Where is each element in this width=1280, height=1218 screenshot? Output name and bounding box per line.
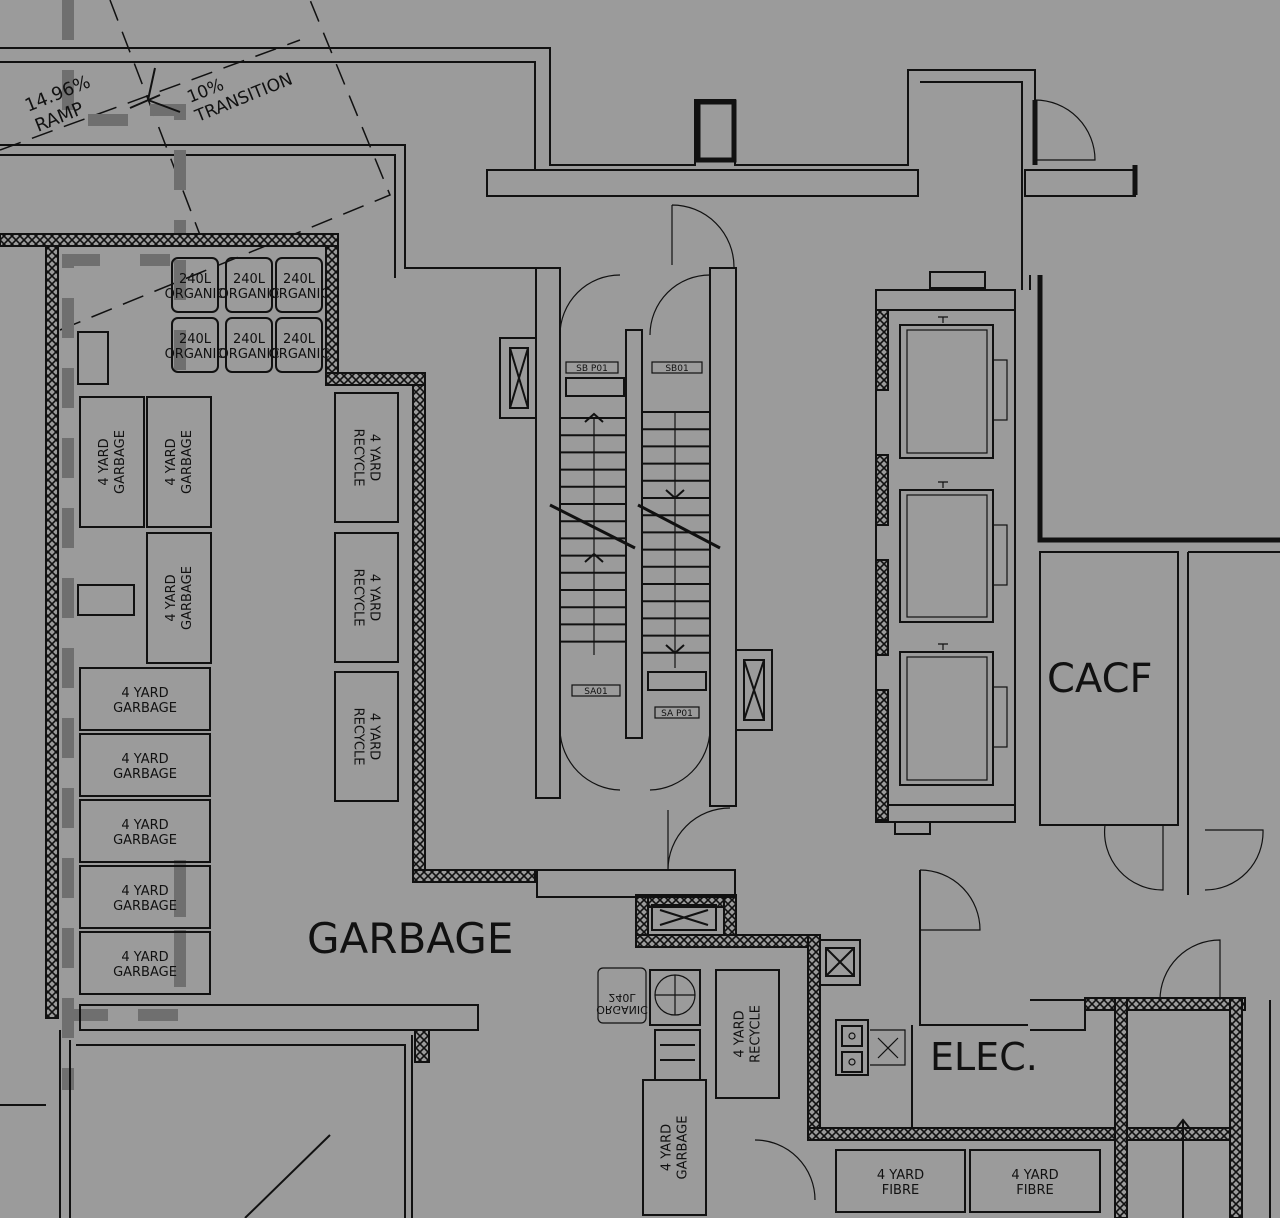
bin-label: ORGANIC bbox=[219, 347, 280, 362]
bin-label: ORGANIC bbox=[269, 287, 330, 302]
bin-label: RECYCLE bbox=[351, 429, 366, 487]
bin-label: 4 YARD bbox=[367, 574, 382, 621]
bin-label: RECYCLE bbox=[351, 708, 366, 766]
bin-label: 240L bbox=[179, 272, 212, 287]
bin-label: GARBAGE bbox=[180, 566, 195, 630]
mirrored-organic-size: 240L bbox=[608, 991, 636, 1004]
mirrored-organic-label: ORGANIC bbox=[596, 1003, 648, 1016]
bin-label: 240L bbox=[233, 272, 266, 287]
ramp-area: 14.96% RAMP 10% TRANSITION bbox=[0, 0, 1036, 1090]
stairwell: SB P01 SB01 SA01 SA P01 bbox=[499, 267, 773, 807]
bin-label: 240L bbox=[179, 332, 212, 347]
bin-label: GARBAGE bbox=[113, 767, 177, 782]
bin-label: FIBRE bbox=[882, 1183, 919, 1198]
room-label-cacf: CACF bbox=[1047, 656, 1153, 702]
stair-tag-sap01: SA P01 bbox=[661, 709, 693, 719]
bin-label: RECYCLE bbox=[351, 569, 366, 627]
room-label-garbage: GARBAGE bbox=[307, 914, 513, 963]
bin-label: 4 YARD bbox=[1011, 1168, 1058, 1183]
bin-label: GARBAGE bbox=[113, 965, 177, 980]
bin-label: GARBAGE bbox=[180, 430, 195, 494]
bin-label: 4 YARD bbox=[121, 818, 168, 833]
bin-label: 4 YARD bbox=[367, 713, 382, 760]
stair-tag-sb01: SB01 bbox=[665, 364, 688, 374]
bins: 240LORGANIC240LORGANIC240LORGANIC240LORG… bbox=[77, 257, 1101, 1216]
bin-label: GARBAGE bbox=[676, 1116, 691, 1180]
elevator-bank bbox=[875, 271, 1016, 835]
lower-right-equipment: 240L ORGANIC bbox=[596, 904, 906, 1081]
bin-label: 4 YARD bbox=[121, 950, 168, 965]
bin-label: 240L bbox=[233, 332, 266, 347]
bin-label: GARBAGE bbox=[113, 833, 177, 848]
stair-tag-sa01: SA01 bbox=[584, 687, 608, 697]
bin-label: RECYCLE bbox=[749, 1005, 764, 1063]
bin-label: 4 YARD bbox=[164, 438, 179, 485]
bin-label: 240L bbox=[283, 332, 316, 347]
bin-label: ORGANIC bbox=[269, 347, 330, 362]
bin-label: 4 YARD bbox=[97, 438, 112, 485]
bin-label: GARBAGE bbox=[113, 701, 177, 716]
walls bbox=[0, 81, 1280, 1218]
bin-label: 4 YARD bbox=[877, 1168, 924, 1183]
bin-label: 4 YARD bbox=[660, 1124, 675, 1171]
bin-label: 4 YARD bbox=[121, 884, 168, 899]
doors bbox=[667, 99, 1264, 1218]
bin-label: GARBAGE bbox=[113, 899, 177, 914]
elevator-car bbox=[899, 643, 1008, 786]
bin-label: ORGANIC bbox=[165, 287, 226, 302]
bin-label: 4 YARD bbox=[164, 574, 179, 621]
bin-label: 240L bbox=[283, 272, 316, 287]
elevator-car bbox=[899, 316, 1008, 459]
bin-label: FIBRE bbox=[1016, 1183, 1053, 1198]
bin-label: 4 YARD bbox=[121, 686, 168, 701]
bin-label: 4 YARD bbox=[121, 752, 168, 767]
stair-tag-sbp01: SB P01 bbox=[576, 364, 608, 374]
bin-label: ORGANIC bbox=[165, 347, 226, 362]
elevator-car bbox=[899, 481, 1008, 623]
bin-label: GARBAGE bbox=[113, 430, 128, 494]
bin-label: 4 YARD bbox=[367, 434, 382, 481]
bin-label: 4 YARD bbox=[733, 1010, 748, 1057]
room-label-elec: ELEC. bbox=[930, 1035, 1038, 1079]
bin-label: ORGANIC bbox=[219, 287, 280, 302]
